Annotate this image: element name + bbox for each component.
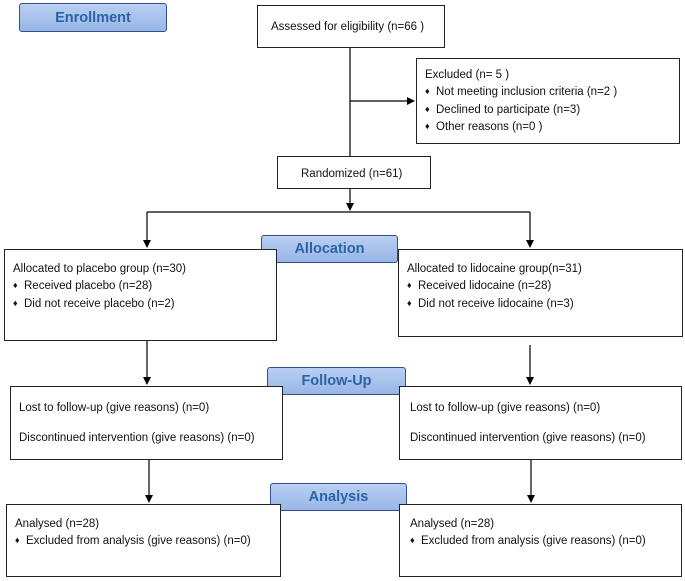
analysed-title: Analysed (n=28) <box>15 518 100 530</box>
follow-up-right-box: Lost to follow-up (give reasons) (n=0) D… <box>399 386 682 460</box>
analysis-item: ♦ Excluded from analysis (give reasons) (… <box>410 534 681 548</box>
follow-up-left-box: Lost to follow-up (give reasons) (n=0) D… <box>10 386 283 460</box>
lost-to-follow-up-text: Lost to follow-up (give reasons) (n=0) <box>19 402 210 414</box>
assessed-text: Assessed for eligibility (n=66 ) <box>271 21 425 33</box>
lost-to-follow-up-text: Lost to follow-up (give reasons) (n=0) <box>410 402 601 414</box>
excluded-item-text: Not meeting inclusion criteria (n=2 ) <box>436 86 618 99</box>
diamond-bullet-icon: ♦ <box>425 86 430 97</box>
stage-label-text: Analysis <box>308 489 369 505</box>
randomized-box: Randomized (n=61) <box>277 156 431 189</box>
stage-label-follow-up: Follow-Up <box>267 367 406 395</box>
lidocaine-item: ♦ Did not receive lidocaine (n=3) <box>407 297 682 311</box>
diamond-bullet-icon: ♦ <box>13 280 18 291</box>
lidocaine-item-text: Did not receive lidocaine (n=3) <box>418 297 574 310</box>
diamond-bullet-icon: ♦ <box>425 121 430 132</box>
lidocaine-item: ♦ Received lidocaine (n=28) <box>407 279 682 293</box>
placebo-group-box: Allocated to placebo group (n=30) ♦ Recei… <box>4 249 277 341</box>
placebo-group-title: Allocated to placebo group (n=30) <box>13 263 186 275</box>
analysis-right-box: Analysed (n=28) ♦ Excluded from analysis … <box>399 504 682 577</box>
discontinued-intervention-text: Discontinued intervention (give reasons)… <box>19 432 255 445</box>
analysis-item-text: Excluded from analysis (give reasons) (n… <box>421 535 646 548</box>
stage-label-enrollment: Enrollment <box>19 3 167 32</box>
stage-label-allocation: Allocation <box>261 235 398 263</box>
excluded-item-text: Other reasons (n=0 ) <box>436 121 543 134</box>
excluded-item: ♦ Not meeting inclusion criteria (n=2 ) <box>425 85 679 99</box>
placebo-item: ♦ Received placebo (n=28) <box>13 279 276 293</box>
excluded-box: Excluded (n= 5 ) ♦ Not meeting inclusion … <box>416 58 680 144</box>
excluded-item: ♦ Other reasons (n=0 ) <box>425 120 679 134</box>
analysed-title: Analysed (n=28) <box>410 518 495 530</box>
analysis-item-text: Excluded from analysis (give reasons) (n… <box>26 535 251 548</box>
diamond-bullet-icon: ♦ <box>407 297 412 308</box>
stage-label-text: Allocation <box>294 241 365 257</box>
placebo-item-text: Did not receive placebo (n=2) <box>24 297 175 310</box>
lidocaine-group-title: Allocated to lidocaine group(n=31) <box>407 263 582 275</box>
stage-label-analysis: Analysis <box>270 483 407 511</box>
assessed-box: Assessed for eligibility (n=66 ) <box>257 5 445 48</box>
discontinued-intervention-text: Discontinued intervention (give reasons)… <box>410 432 646 445</box>
excluded-item-text: Declined to participate (n=3) <box>436 103 581 116</box>
placebo-item: ♦ Did not receive placebo (n=2) <box>13 297 276 311</box>
analysis-left-box: Analysed (n=28) ♦ Excluded from analysis … <box>6 504 281 577</box>
lidocaine-group-box: Allocated to lidocaine group(n=31) ♦ Rece… <box>398 249 683 337</box>
analysis-item: ♦ Excluded from analysis (give reasons) (… <box>15 534 280 548</box>
diamond-bullet-icon: ♦ <box>13 297 18 308</box>
diamond-bullet-icon: ♦ <box>410 535 415 546</box>
excluded-item: ♦ Declined to participate (n=3) <box>425 103 679 117</box>
diamond-bullet-icon: ♦ <box>425 103 430 114</box>
excluded-title: Excluded (n= 5 ) <box>425 69 510 81</box>
placebo-item-text: Received placebo (n=28) <box>24 280 153 293</box>
stage-label-text: Follow-Up <box>301 373 372 389</box>
lidocaine-item-text: Received lidocaine (n=28) <box>418 280 552 293</box>
randomized-text: Randomized (n=61) <box>301 168 403 180</box>
stage-label-text: Enrollment <box>55 9 131 26</box>
diamond-bullet-icon: ♦ <box>407 280 412 291</box>
diamond-bullet-icon: ♦ <box>15 535 20 546</box>
